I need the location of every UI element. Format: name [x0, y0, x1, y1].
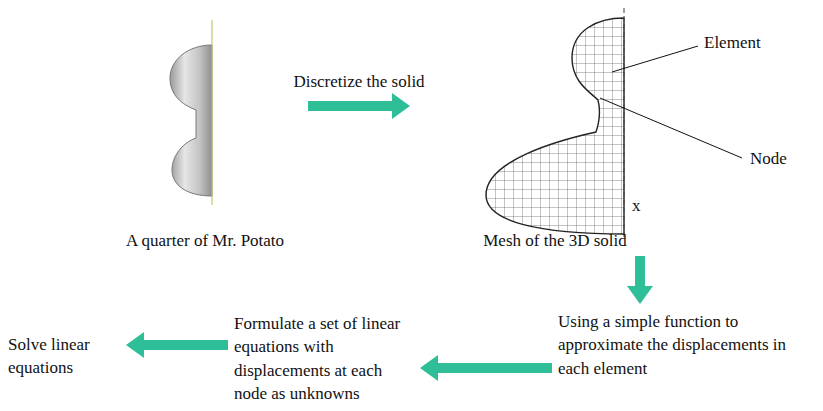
- arrow-label: Discretize the solid: [291, 72, 426, 92]
- step-text: Solve linear equations: [8, 333, 120, 380]
- illustration-node: Mesh of the 3D solid: [430, 10, 680, 252]
- step-text: Solve linear equations: [8, 333, 120, 380]
- symmetry-axis: [211, 20, 212, 205]
- flow-arrow: [308, 93, 410, 119]
- flow-arrow: [420, 355, 552, 381]
- callout-label: Element: [702, 33, 763, 53]
- step-text: Formulate a set of linear equations with…: [234, 312, 414, 406]
- step-text: Formulate a set of linear equations with…: [234, 312, 414, 406]
- step-text: Using a simple function to approximate t…: [558, 310, 798, 380]
- caption: Mesh of the 3D solid: [430, 229, 680, 252]
- leader-line: [600, 98, 742, 158]
- step-text: Using a simple function to approximate t…: [558, 310, 798, 380]
- mesh-solid: [470, 8, 630, 240]
- axis-label: x: [630, 196, 643, 216]
- leader-line: [612, 46, 698, 72]
- caption: A quarter of Mr. Potato: [120, 229, 290, 252]
- potato-solid: [170, 20, 212, 205]
- callout-label: Node: [748, 149, 789, 169]
- illustration-node: A quarter of Mr. Potato: [120, 40, 290, 252]
- symmetry-axis: [624, 8, 625, 240]
- flow-arrow: [627, 256, 653, 304]
- flow-arrow: [126, 332, 228, 358]
